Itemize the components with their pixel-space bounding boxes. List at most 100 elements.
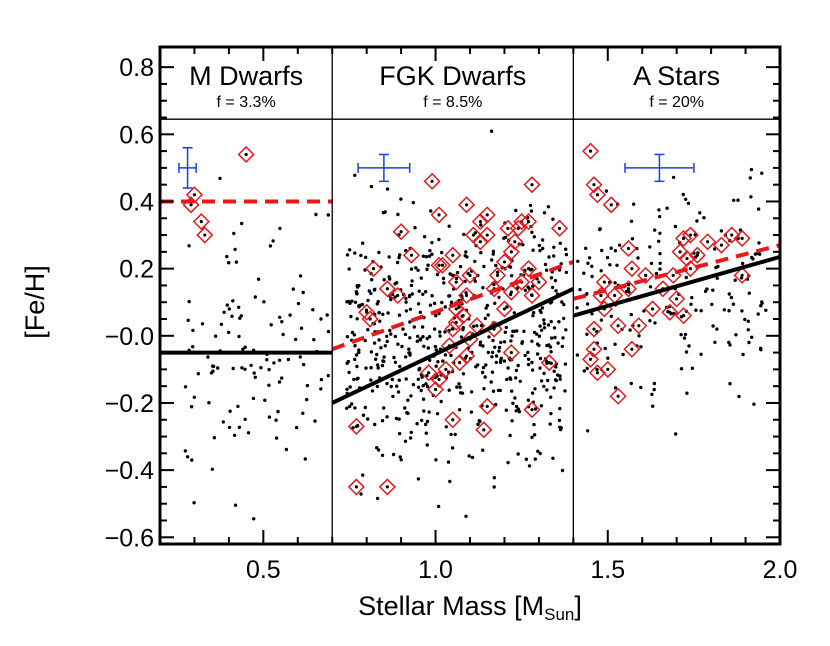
field-star-point xyxy=(757,241,761,245)
field-star-point xyxy=(702,216,706,220)
field-star-point xyxy=(705,287,709,291)
field-star-point xyxy=(351,426,355,430)
planet-host-point xyxy=(451,327,455,331)
field-star-point xyxy=(256,277,261,281)
field-star-point xyxy=(671,175,676,180)
field-star-point xyxy=(526,285,530,289)
field-star-point xyxy=(393,334,397,339)
field-star-point xyxy=(496,270,500,274)
field-star-point xyxy=(457,382,461,386)
field-star-point xyxy=(210,467,214,471)
planet-host-point xyxy=(475,324,479,328)
field-star-point xyxy=(380,363,385,368)
field-star-point xyxy=(423,422,428,427)
field-star-point xyxy=(547,343,551,347)
y-tick-label: 0.4 xyxy=(119,188,154,216)
field-star-point xyxy=(631,202,636,206)
planet-host-marker xyxy=(623,260,641,278)
field-star-point xyxy=(533,457,537,461)
field-star-point xyxy=(689,302,693,306)
field-star-point xyxy=(382,355,386,359)
planet-host-marker xyxy=(523,286,541,305)
field-star-point xyxy=(539,379,544,383)
planet-host-marker xyxy=(502,243,520,261)
field-star-point xyxy=(537,334,542,338)
field-star-point xyxy=(552,245,556,249)
planet-host-point xyxy=(537,280,541,284)
field-star-point xyxy=(278,315,282,319)
planet-host-point xyxy=(464,203,469,207)
field-star-point xyxy=(490,370,495,374)
planet-host-marker xyxy=(678,250,696,268)
field-star-point xyxy=(503,235,508,240)
field-star-point xyxy=(504,325,508,330)
field-star-point xyxy=(690,366,695,370)
field-star-point xyxy=(648,319,652,323)
field-star-point xyxy=(489,129,494,133)
field-star-point xyxy=(538,366,542,370)
planet-host-point xyxy=(678,250,682,254)
field-star-point xyxy=(390,377,394,382)
field-star-point xyxy=(425,267,429,271)
field-star-point xyxy=(615,263,619,267)
x-tick-label: 2.0 xyxy=(763,556,798,584)
field-star-point xyxy=(714,265,718,270)
field-star-point xyxy=(551,456,555,460)
field-star-point xyxy=(585,302,590,306)
field-star-point xyxy=(478,343,482,347)
field-star-point xyxy=(389,297,393,302)
field-star-point xyxy=(354,353,359,357)
field-star-point xyxy=(434,348,438,352)
field-star-point xyxy=(585,332,589,336)
planet-host-point xyxy=(461,314,465,318)
field-star-point xyxy=(621,352,625,357)
field-star-point xyxy=(538,248,542,253)
field-star-point xyxy=(369,366,373,370)
field-star-point xyxy=(366,417,370,421)
planet-host-point xyxy=(192,193,197,197)
field-star-point xyxy=(530,391,535,395)
y-tick-label: 0.8 xyxy=(119,54,154,82)
field-star-point xyxy=(492,476,496,480)
field-star-point xyxy=(183,385,188,389)
field-star-point xyxy=(499,340,503,345)
field-star-point xyxy=(423,290,428,294)
field-star-point xyxy=(227,425,232,430)
field-star-point xyxy=(284,447,289,452)
field-star-point xyxy=(473,231,477,235)
field-star-point xyxy=(637,334,641,338)
field-star-point xyxy=(413,226,417,230)
field-star-point xyxy=(410,292,414,296)
planet-host-point xyxy=(592,347,596,351)
field-star-point xyxy=(522,329,526,333)
field-star-point xyxy=(422,409,426,413)
planet-host-marker xyxy=(588,364,607,382)
planet-host-point xyxy=(471,233,476,237)
planet-host-point xyxy=(495,273,500,277)
field-star-point xyxy=(408,320,412,324)
field-star-point xyxy=(756,312,760,316)
field-star-point xyxy=(491,389,496,393)
planet-host-point xyxy=(509,350,513,355)
panel-subtitle: f = 20% xyxy=(649,94,704,111)
planet-host-point xyxy=(371,267,376,271)
planet-host-point xyxy=(613,293,617,298)
planet-host-marker xyxy=(502,283,520,301)
field-star-point xyxy=(298,274,303,278)
field-star-point xyxy=(547,255,551,259)
field-star-point xyxy=(357,305,361,309)
field-star-point xyxy=(484,363,488,367)
planet-host-fit-line xyxy=(331,260,575,352)
field-star-point xyxy=(286,357,291,362)
field-star-point xyxy=(564,270,569,275)
field-star-point xyxy=(230,314,234,318)
y-tick-label: −0.6 xyxy=(105,524,154,552)
field-star-point xyxy=(490,258,494,262)
field-star-point xyxy=(510,389,514,393)
field-star-point xyxy=(301,290,305,295)
planet-host-point xyxy=(688,233,693,237)
field-star-point xyxy=(313,419,317,423)
field-star-point xyxy=(434,458,438,462)
field-star-point xyxy=(590,264,594,268)
planet-host-point xyxy=(437,263,441,267)
